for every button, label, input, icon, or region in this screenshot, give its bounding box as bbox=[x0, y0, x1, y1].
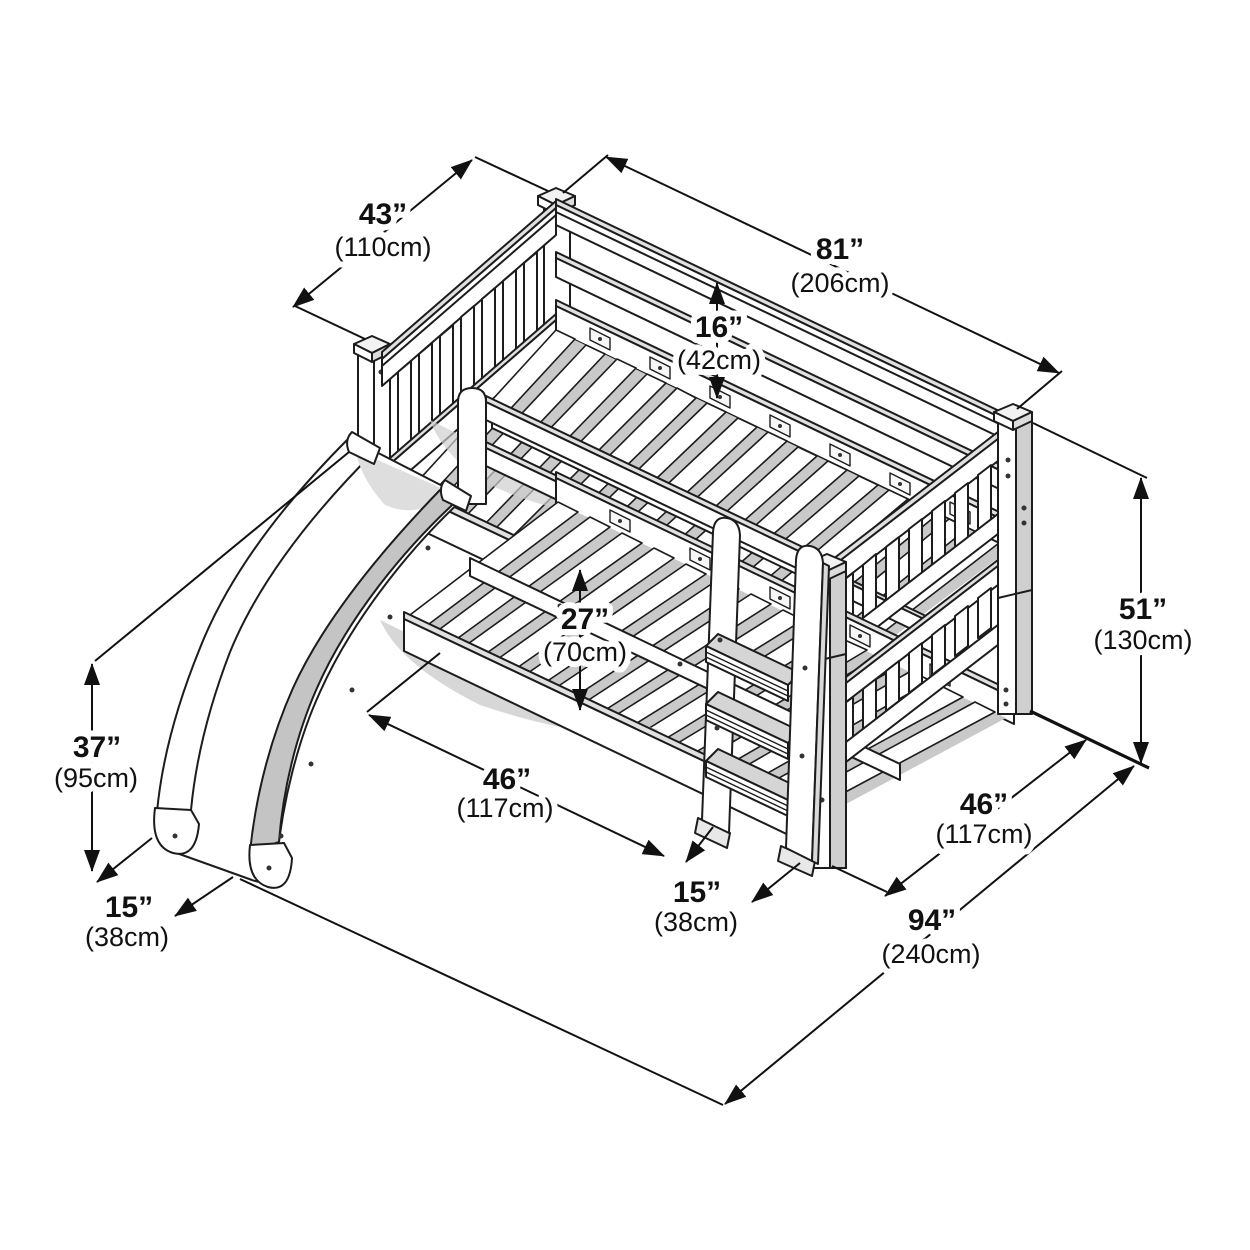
footboard-bottom-panel bbox=[823, 545, 1017, 780]
slide bbox=[153, 431, 472, 889]
dim-headboard-width bbox=[292, 156, 549, 340]
label-slide-height-cm: (95cm) bbox=[54, 763, 138, 793]
label-ladder-depth-cm: (38cm) bbox=[654, 907, 738, 937]
dim-slide-footprint bbox=[174, 876, 234, 917]
dim-overall-length bbox=[239, 765, 1135, 1106]
label-underbed-length-cm: (117cm) bbox=[456, 793, 553, 823]
label-bed-length-cm: (206cm) bbox=[790, 268, 889, 298]
label-headboard-width-cm: (110cm) bbox=[334, 232, 431, 262]
label-slide-footprint-in: 15” bbox=[105, 891, 153, 924]
label-headboard-width-in: 43” bbox=[359, 198, 407, 231]
dimension-labels: 43” (110cm) 81” (206cm) 16” (42cm) 51” (… bbox=[48, 192, 1199, 975]
label-bunk-clearance-in: 27” bbox=[561, 603, 609, 636]
label-overall-height-cm: (130cm) bbox=[1093, 625, 1192, 655]
label-bunk-clearance-cm: (70cm) bbox=[543, 637, 627, 667]
label-overall-length-cm: (240cm) bbox=[881, 939, 980, 969]
label-guardrail-height-in: 16” bbox=[695, 311, 743, 344]
dim-slide-height bbox=[84, 451, 350, 883]
dim-underbed-length bbox=[366, 652, 665, 857]
label-overall-length-in: 94” bbox=[908, 904, 956, 937]
dimension-lines bbox=[84, 154, 1150, 1106]
label-ladder-depth-in: 15” bbox=[673, 876, 721, 909]
dim-overall-height bbox=[1029, 422, 1150, 770]
label-bed-length-in: 81” bbox=[816, 233, 864, 266]
label-underbed-length-in: 46” bbox=[483, 763, 531, 796]
label-floor-width-cm: (117cm) bbox=[935, 819, 1032, 849]
label-slide-footprint-cm: (38cm) bbox=[85, 922, 169, 952]
dim-bed-length bbox=[562, 154, 1063, 410]
bed-drawing bbox=[153, 187, 1033, 889]
label-guardrail-height-cm: (42cm) bbox=[677, 345, 761, 375]
label-floor-width-in: 46” bbox=[960, 788, 1008, 821]
label-slide-height-in: 37” bbox=[73, 731, 121, 764]
footboard-back-post bbox=[993, 403, 1033, 715]
label-overall-height-in: 51” bbox=[1119, 593, 1167, 626]
